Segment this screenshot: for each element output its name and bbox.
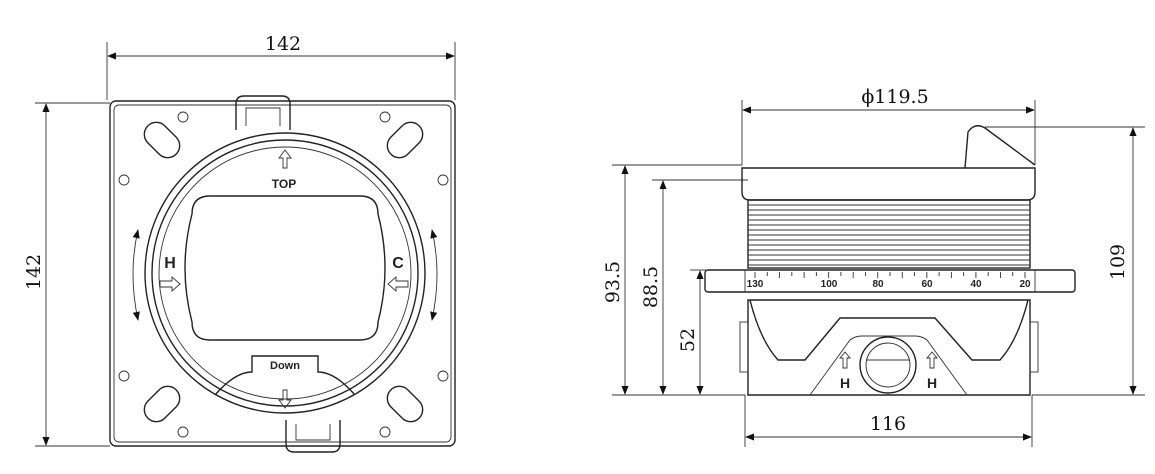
right-arrow-icon xyxy=(159,276,181,292)
dial-outer-ring xyxy=(144,132,426,414)
height-88-5-label: 88.5 xyxy=(640,266,662,308)
height-93-5-label: 93.5 xyxy=(602,261,624,303)
rotate-arrow-left-icon xyxy=(132,229,140,321)
mounting-slots xyxy=(143,121,424,423)
inlet-port xyxy=(859,336,917,394)
top-cap xyxy=(741,167,1036,201)
rotate-arrow-right-icon xyxy=(430,229,438,321)
scale-label: 130 xyxy=(747,279,764,290)
front-view: 142 142 xyxy=(23,33,456,453)
height-52-label: 52 xyxy=(677,328,699,352)
ribbed-body xyxy=(747,199,1031,269)
housing-contour xyxy=(749,299,1029,361)
scale-label: 80 xyxy=(872,279,884,290)
down-handle xyxy=(214,355,356,396)
cold-label: C xyxy=(392,255,404,272)
bottom-tab xyxy=(285,420,341,453)
height-109-label: 109 xyxy=(1107,244,1129,280)
scale-label: 100 xyxy=(821,279,838,290)
height-dimension-label: 142 xyxy=(23,254,45,290)
hot-label: H xyxy=(164,255,176,272)
down-label: Down xyxy=(270,360,300,372)
up-arrow-icon xyxy=(926,351,938,369)
up-arrow-icon xyxy=(839,351,851,369)
body-ribs xyxy=(748,204,1030,266)
scale-label: 40 xyxy=(970,279,982,290)
hot-label-right: H xyxy=(927,375,937,391)
valve-housing xyxy=(747,299,1031,396)
temperature-scale-band xyxy=(704,269,1076,293)
top-tab xyxy=(235,95,291,130)
display-screen xyxy=(184,195,386,341)
left-arrow-icon xyxy=(387,276,409,292)
width-116-label: 116 xyxy=(870,413,906,435)
hot-label-left: H xyxy=(840,375,850,391)
width-dimension-label: 142 xyxy=(265,33,301,55)
down-arrow-icon xyxy=(278,389,292,409)
scale-ticks xyxy=(754,272,1026,278)
scale-labels: 130 100 80 60 40 20 xyxy=(747,279,1031,290)
up-arrow-icon xyxy=(278,149,292,169)
mounting-plate xyxy=(109,100,456,447)
side-view: ϕ119.5 109 93.5 88.5 52 116 xyxy=(602,86,1145,447)
scale-label: 20 xyxy=(1019,279,1031,290)
diameter-dimension-label: ϕ119.5 xyxy=(861,86,928,108)
scale-label: 60 xyxy=(921,279,933,290)
cap-lever xyxy=(964,125,1036,169)
screw-holes xyxy=(118,111,449,438)
top-label: TOP xyxy=(272,177,296,191)
